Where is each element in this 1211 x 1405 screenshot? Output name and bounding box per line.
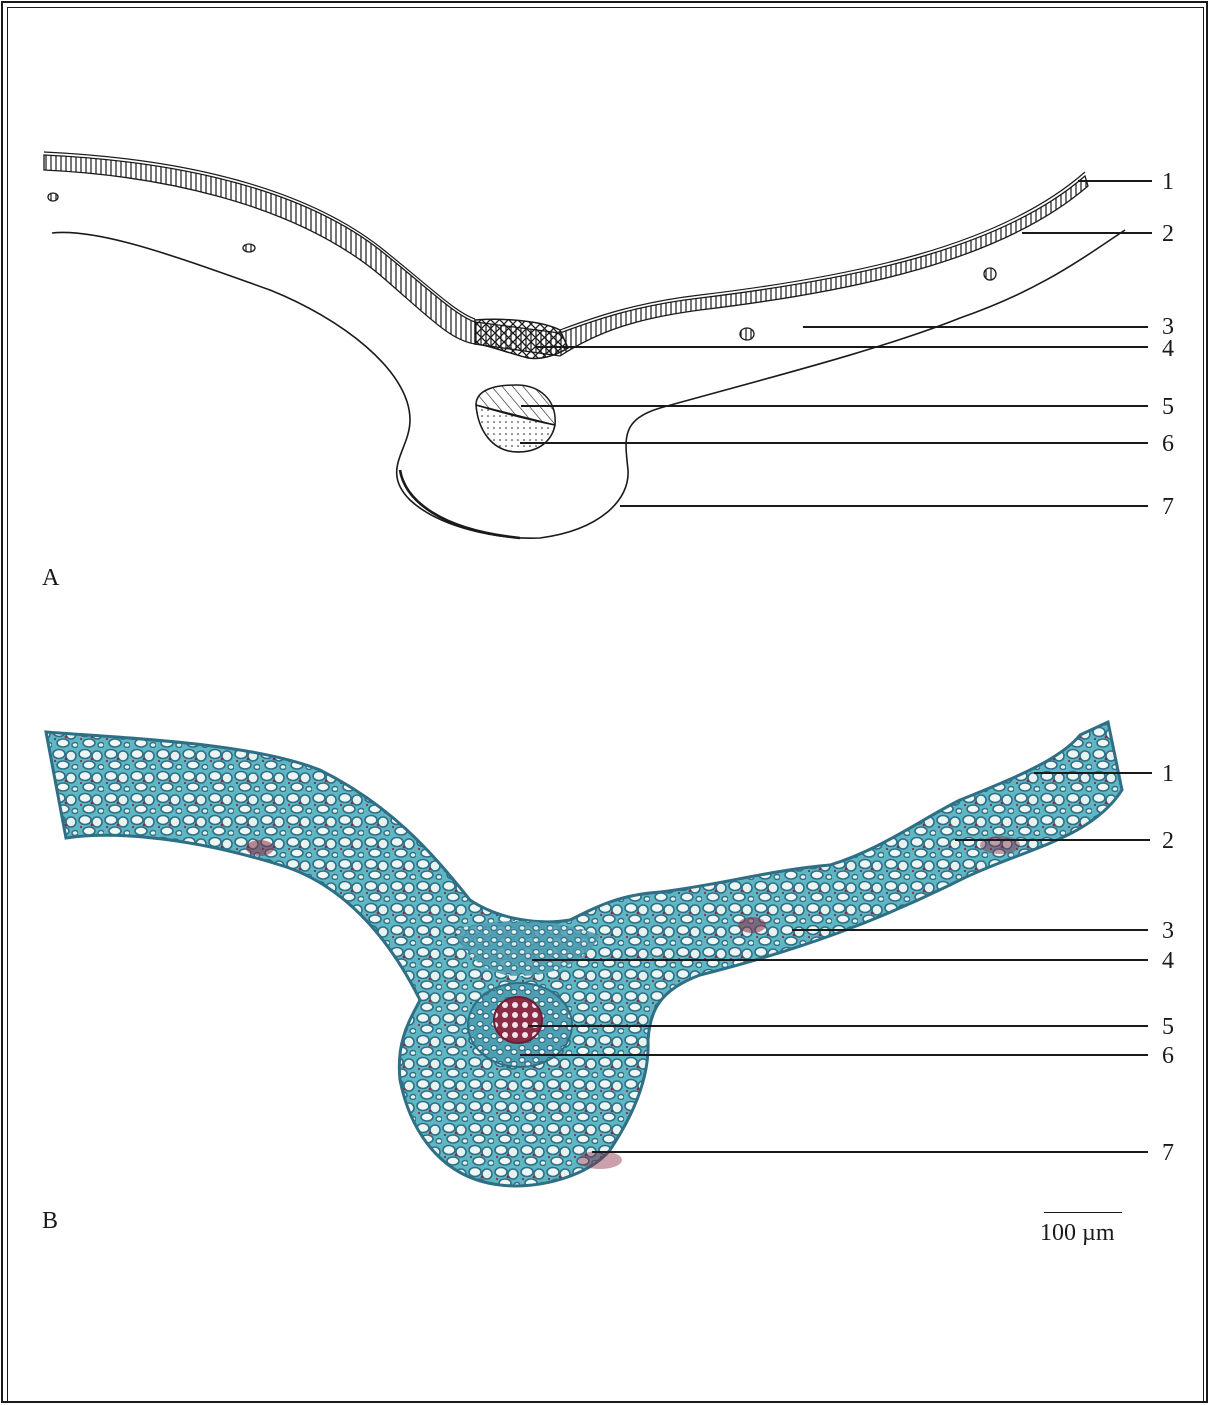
label-a-2: 2: [1162, 222, 1174, 246]
label-b-7: 7: [1162, 1141, 1174, 1165]
label-b-3: 3: [1162, 919, 1174, 943]
minor-bundle: [740, 328, 754, 340]
pointer-lines-a: [520, 181, 1152, 506]
collenchyma-region: [475, 319, 568, 358]
label-a-5: 5: [1162, 395, 1174, 419]
scale-bar: [1044, 1212, 1122, 1213]
panel-a-drawing: [44, 152, 1152, 538]
minor-bundle: [243, 244, 255, 252]
panel-b-micrograph: [46, 722, 1152, 1186]
leaf-lower-outline: [52, 230, 1125, 538]
label-b-4: 4: [1162, 949, 1174, 973]
minor-bundle: [48, 193, 58, 201]
label-b-1: 1: [1162, 762, 1174, 786]
label-a-4: 4: [1162, 337, 1174, 361]
label-a-1: 1: [1162, 170, 1174, 194]
label-a-7: 7: [1162, 495, 1174, 519]
minor-bundle: [984, 268, 996, 280]
panel-letter-a: A: [42, 565, 59, 592]
panel-letter-b: B: [42, 1208, 58, 1235]
label-b-2: 2: [1162, 829, 1174, 853]
label-b-6: 6: [1162, 1044, 1174, 1068]
label-b-5: 5: [1162, 1015, 1174, 1039]
epidermis-band: [44, 155, 1088, 356]
xylem-stained: [494, 997, 542, 1043]
label-a-6: 6: [1162, 432, 1174, 456]
scale-bar-label: 100 µm: [1040, 1220, 1115, 1247]
